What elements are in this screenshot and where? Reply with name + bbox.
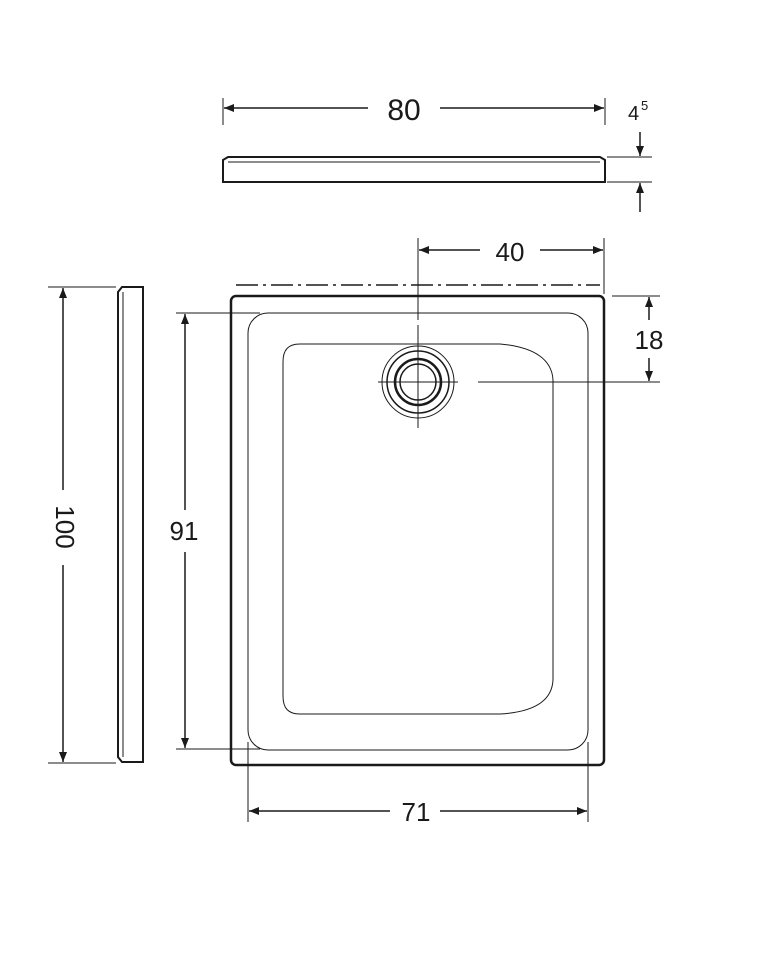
height-label-superscript: 5 bbox=[641, 98, 648, 113]
height-label: 4 bbox=[628, 103, 639, 125]
inner-length-label: 91 bbox=[170, 516, 199, 546]
front-elevation-view: 100 bbox=[48, 286, 144, 764]
tray-basin bbox=[282, 343, 554, 715]
length-label: 100 bbox=[50, 505, 80, 548]
width-label: 80 bbox=[387, 94, 420, 127]
tray-edge-profile bbox=[117, 286, 144, 763]
inner-width-label: 71 bbox=[402, 797, 431, 827]
tray-profile bbox=[222, 156, 606, 183]
drain-offset-y-label: 18 bbox=[635, 325, 664, 355]
plan-view: 40 18 91 71 bbox=[170, 237, 664, 827]
drain-outlet-icon bbox=[378, 325, 458, 428]
drain-offset-x-label: 40 bbox=[496, 237, 525, 267]
side-elevation-view: 80 4 5 bbox=[222, 94, 652, 212]
